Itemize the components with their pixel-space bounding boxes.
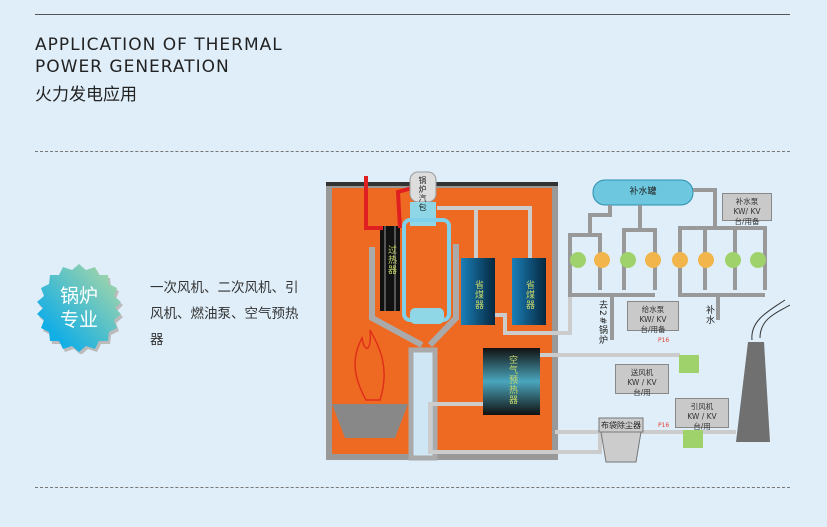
blower-fan: [679, 355, 699, 373]
induced-fan-rating: KW / KV: [687, 412, 717, 421]
badge-line1: 锅炉: [59, 285, 98, 307]
description: 一次风机、二次风机、引风机、燃油泵、空气预热器: [150, 280, 299, 348]
smoke-icon: [751, 299, 791, 341]
economizer-1: [461, 258, 495, 325]
economizer1-label: 省煤器: [473, 280, 483, 310]
ash-hopper: [332, 404, 408, 438]
induced-fan-name: 引风机: [690, 402, 714, 411]
superheater-label: 过热器: [386, 245, 396, 275]
makeup-tank-label: 补水罐: [629, 187, 657, 197]
flame-icon: [354, 329, 385, 401]
subtitle: 火力发电应用: [35, 85, 137, 105]
drum-label: 锅炉汽包: [418, 176, 427, 212]
makeup-pump-units: 台/用备: [734, 217, 760, 226]
bag-filter-label: 布袋除尘器: [601, 421, 641, 430]
title-line2: POWER GENERATION: [35, 57, 230, 77]
bag-filter: [600, 431, 642, 463]
divider-top: [35, 151, 790, 152]
induced-fan: [683, 430, 703, 448]
air-preheater-label: 空气预热器: [507, 355, 517, 405]
makeup-tank: [592, 179, 694, 206]
blower-rating: KW / KV: [627, 378, 657, 387]
top-rule: [35, 14, 790, 15]
feed-pump-units: 台/用备: [640, 325, 666, 334]
blower-name: 送风机: [630, 368, 654, 377]
feed-pump-name: 给水泵: [641, 305, 665, 314]
badge-shape: [37, 264, 123, 354]
feed-pump-rating: KW/ KV: [639, 315, 667, 324]
boiler-badge: 锅炉专业: [33, 262, 125, 354]
makeup-pump-rating: KW/ KV: [733, 207, 761, 216]
pump-row: [570, 252, 766, 268]
valve1-label: P16: [658, 337, 670, 344]
title-line1: APPLICATION OF THERMAL: [35, 35, 283, 55]
valve2-label: P16: [658, 422, 670, 429]
induced-fan-units: 台/用: [693, 422, 711, 431]
divider-bottom: [35, 487, 790, 488]
economizer2-label: 省煤器: [524, 280, 534, 310]
blower-units: 台/用: [633, 388, 651, 397]
chimney: [736, 342, 770, 442]
makeup-pump-name: 补水泵: [735, 197, 759, 206]
economizer-2: [512, 258, 546, 325]
makeup-water-label: 补水: [704, 305, 714, 325]
air-preheater: [483, 348, 540, 415]
to-boiler2-label: 去2#锅炉: [597, 300, 607, 346]
badge-line2: 专业: [59, 309, 98, 331]
